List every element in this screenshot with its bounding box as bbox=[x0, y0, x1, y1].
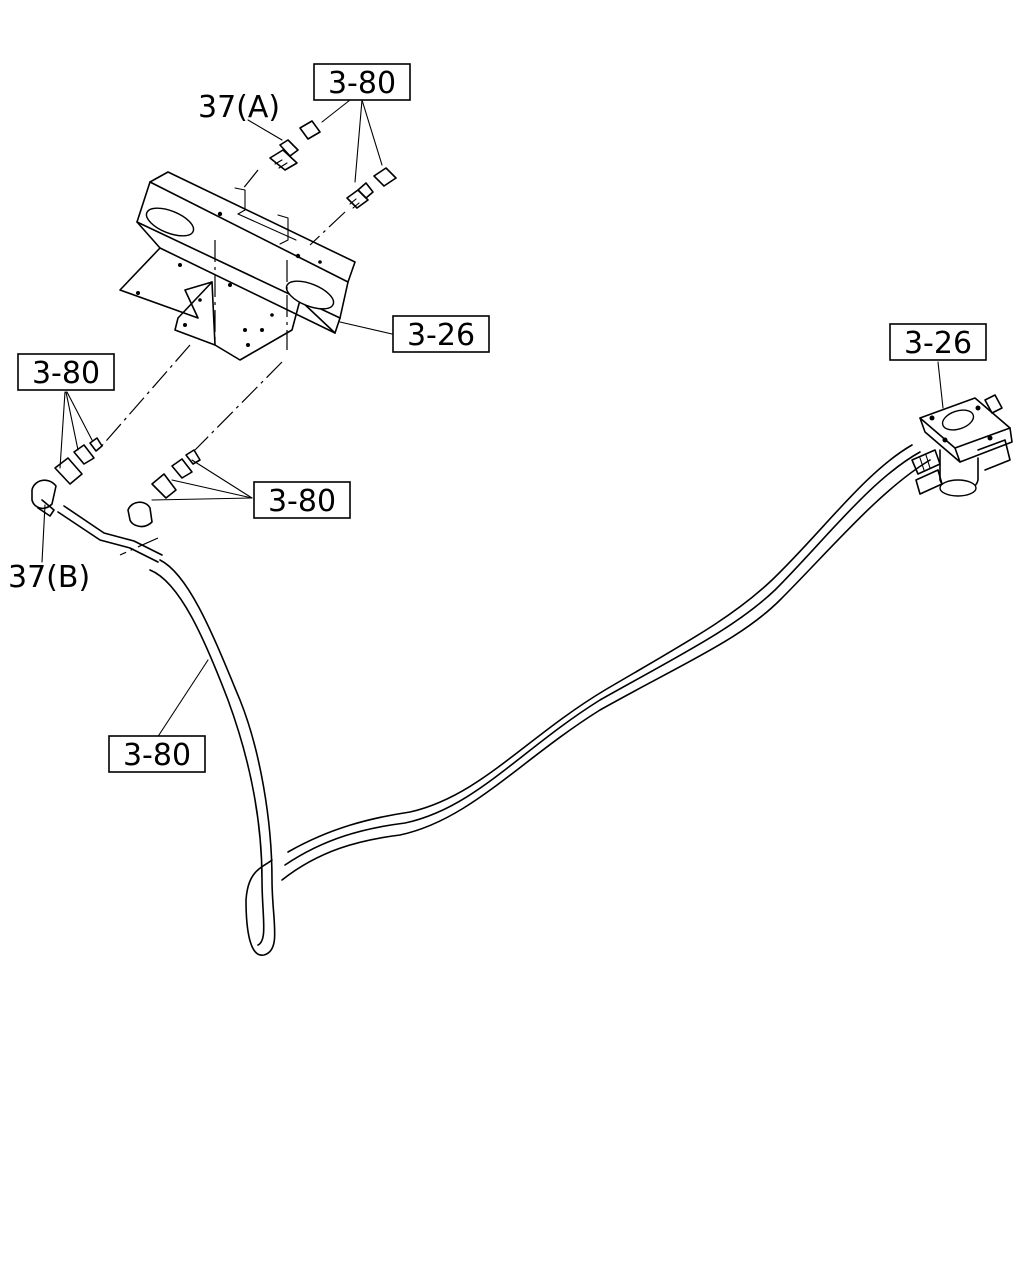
left-fittings bbox=[31, 437, 201, 528]
callout-text: 3-80 bbox=[32, 356, 100, 391]
leader-lines bbox=[41, 99, 944, 739]
part-label-37a: 37(A) bbox=[198, 90, 280, 125]
callout-3-80-left: 3-80 bbox=[17, 353, 115, 391]
hoses bbox=[57, 444, 931, 956]
callout-3-80-top: 3-80 bbox=[313, 63, 411, 101]
callout-3-26-right: 3-26 bbox=[889, 323, 987, 361]
alignment-lines bbox=[99, 169, 346, 556]
valve-assembly bbox=[911, 394, 1013, 497]
callout-text: 3-26 bbox=[407, 318, 475, 353]
callout-text: 3-26 bbox=[904, 326, 972, 361]
mounting-bracket bbox=[119, 171, 356, 361]
callout-3-80-middle: 3-80 bbox=[253, 481, 351, 519]
part-label-37b: 37(B) bbox=[8, 560, 90, 595]
callout-text: 3-80 bbox=[123, 738, 191, 773]
callout-text: 3-80 bbox=[328, 66, 396, 101]
callout-3-26-upper: 3-26 bbox=[392, 315, 490, 353]
callout-3-80-lower: 3-80 bbox=[108, 735, 206, 773]
callout-text: 3-80 bbox=[268, 484, 336, 519]
top-fittings bbox=[269, 120, 397, 209]
